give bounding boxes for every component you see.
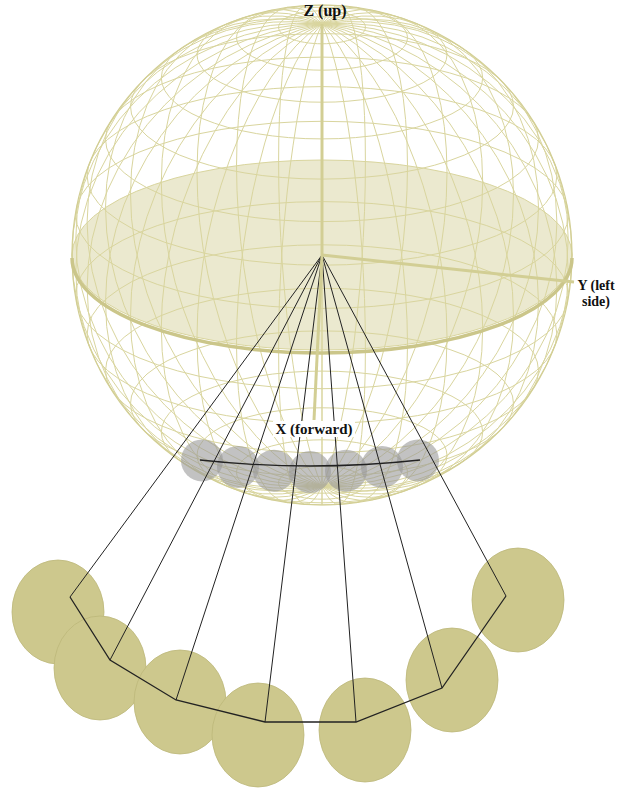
projected-disc [54,616,146,720]
longitude-line [197,10,447,501]
projection-ray [110,255,322,660]
longitude-line [161,13,482,498]
projection-ray [322,255,356,722]
axis-label: Z (up) [280,2,370,20]
projected-disc [319,678,411,782]
longitude-line [87,22,557,489]
longitude-line [106,19,539,491]
sample-circle [361,446,403,488]
y-axis [322,255,574,282]
longitude-line [237,7,408,502]
projected-disc [406,628,498,732]
longitude-line [72,24,572,486]
axis-label: X (forward) [266,421,362,438]
projection-ray [322,255,442,688]
longitude-line [131,16,514,494]
z-axis [321,24,324,255]
longitude-line [87,22,557,489]
arc-line [200,460,420,466]
sample-circle [325,450,367,492]
sample-circle [253,450,295,492]
projection-ray [265,255,322,722]
projection-ray [176,255,322,700]
longitude-line [197,10,447,501]
longitude-line [106,19,539,491]
projected-disc [212,683,304,787]
longitude-line [161,13,482,498]
axis-label: Y (left side) [562,278,630,310]
sphere-outline [72,5,572,505]
longitude-line [237,7,408,502]
projected-arc [70,596,506,722]
projected-disc [472,548,564,652]
longitude-line [76,23,568,486]
longitude-line [76,23,568,486]
longitude-line [131,16,514,494]
x-axis [314,255,322,420]
